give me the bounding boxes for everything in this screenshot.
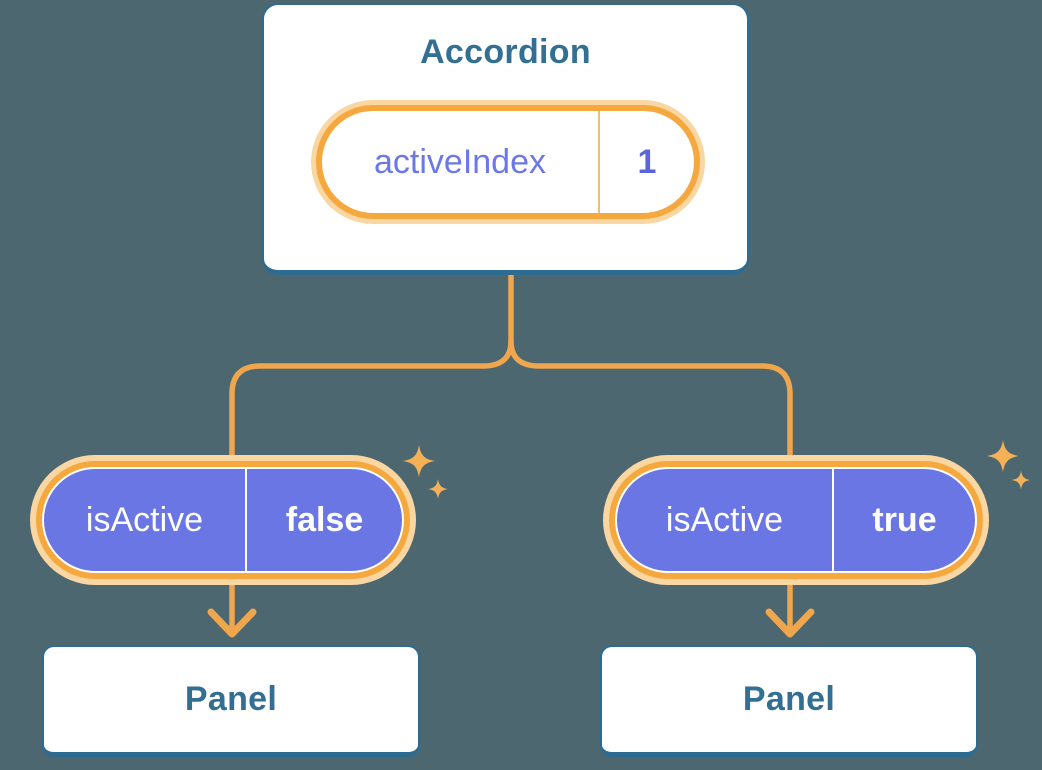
pill-divider [245,469,247,571]
component-title: Panel [742,680,836,718]
state-pill: activeIndex 1 [316,105,700,219]
sparkle-icon [987,440,1031,490]
state-name: activeIndex [374,142,546,181]
prop-name: isActive [665,500,784,539]
state-value: 1 [637,142,657,181]
prop-name: isActive [85,500,204,539]
arrow-down-icon [207,608,257,638]
pill-divider [598,111,600,213]
pill-divider [832,469,834,571]
sparkle-icon [403,445,448,499]
prop-value: false [285,500,364,539]
panel-component-card-right: Panel [600,645,978,757]
component-title: Panel [184,680,278,718]
component-title: Accordion [420,33,591,71]
panel-component-card-left: Panel [42,645,420,757]
prop-pill-right: isActive true [615,467,977,573]
accordion-component-card: Accordion activeIndex 1 [262,3,749,275]
connector-branch-right [508,338,793,631]
connector-branch-left [229,338,514,631]
prop-value: true [872,500,937,539]
prop-pill-left: isActive false [42,467,404,573]
connector-tree [229,269,793,631]
arrow-down-icon [765,608,815,638]
